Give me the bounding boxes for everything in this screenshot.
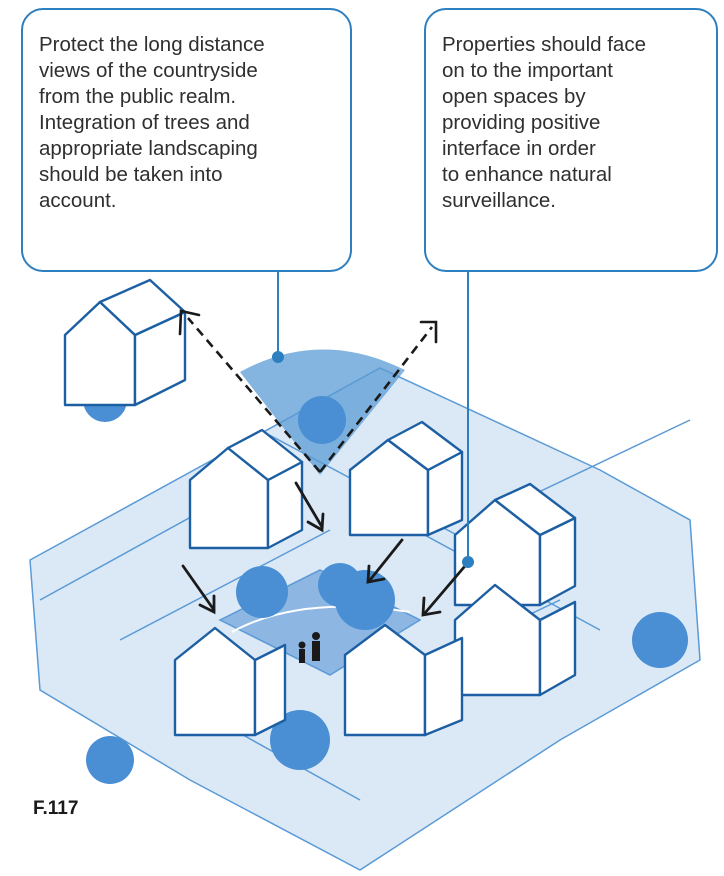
house-right-front bbox=[453, 482, 577, 607]
callout-leaders bbox=[272, 272, 474, 568]
houses bbox=[63, 278, 577, 737]
view-arrowheads bbox=[178, 309, 438, 344]
tree bbox=[335, 570, 395, 630]
people-icon bbox=[298, 632, 320, 663]
callout-left: Protect the long distance views of the c… bbox=[21, 8, 352, 272]
house-right-back bbox=[348, 420, 464, 537]
tree bbox=[270, 710, 330, 770]
frontage-arrows bbox=[181, 481, 467, 617]
tree bbox=[86, 736, 134, 784]
tree bbox=[632, 612, 688, 668]
house-left-front bbox=[63, 278, 187, 407]
callout-right: Properties should face on to the importa… bbox=[424, 8, 718, 272]
figure-label: F.117 bbox=[33, 798, 79, 819]
view-arrows bbox=[187, 317, 434, 473]
house-bottom-right bbox=[343, 623, 464, 737]
house-left-back bbox=[188, 428, 304, 550]
tree bbox=[298, 396, 346, 444]
trees bbox=[83, 378, 688, 784]
house-bottom-left bbox=[173, 626, 287, 737]
tree bbox=[236, 566, 288, 618]
